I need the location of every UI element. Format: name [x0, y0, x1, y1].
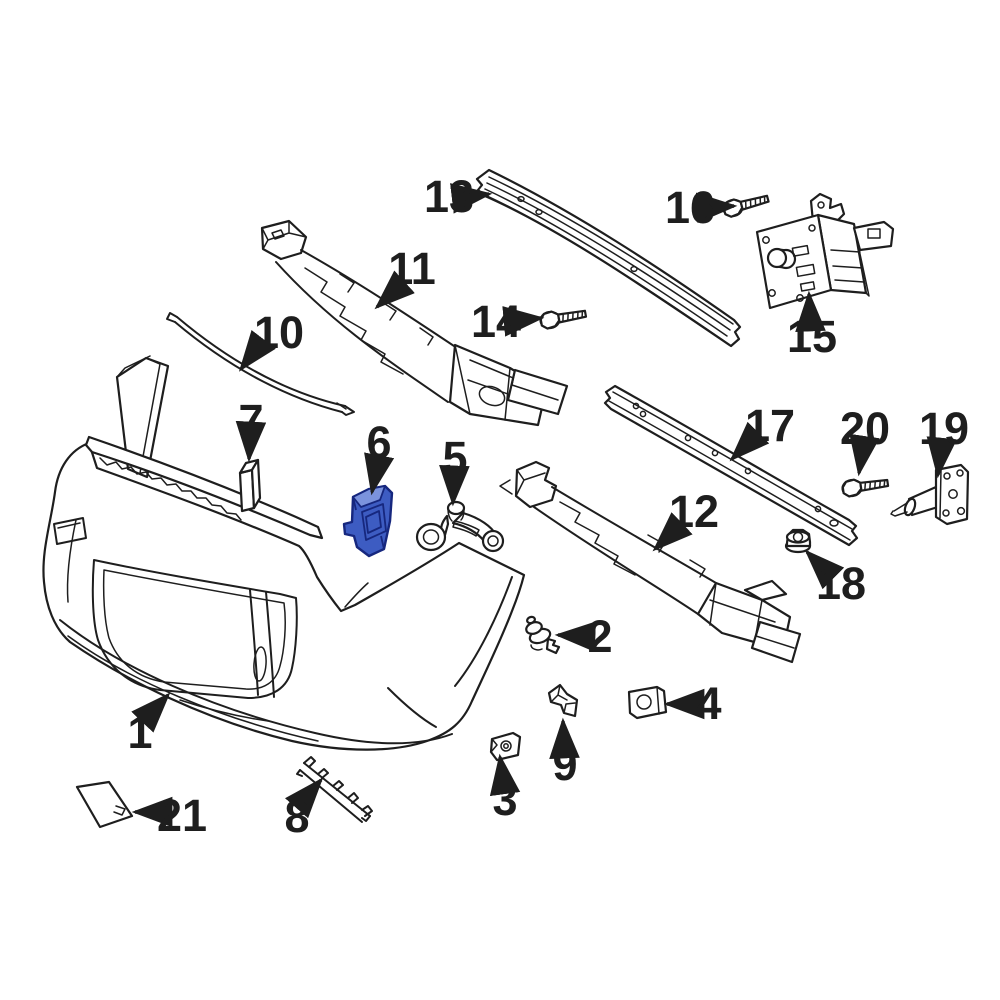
part-12-energy-absorber: [499, 460, 802, 664]
arrow-20: [849, 433, 880, 477]
arrow-18: [804, 549, 845, 590]
callout-labels: 1 2 3 4 5 6 7 8 9 10 11 12 13 14 15 16 1…: [127, 171, 969, 842]
part-label-9: 9: [552, 739, 577, 790]
part-15-mount-bracket: [755, 192, 895, 310]
part-label-8: 8: [284, 791, 309, 842]
part-17-lower-bar: [603, 384, 859, 547]
part-6-bracket-highlighted: [342, 484, 394, 558]
part-label-16: 16: [665, 182, 715, 233]
part-label-3: 3: [492, 774, 517, 825]
part-label-20: 20: [840, 403, 890, 454]
part-19-side-bracket: [890, 463, 970, 526]
part-2-push-clip: [525, 615, 561, 655]
part-9-bracket-clip: [547, 683, 579, 718]
part-label-11: 11: [388, 243, 436, 294]
part-13-impact-bar: [475, 168, 742, 348]
arrow-17: [729, 421, 770, 462]
arrow-6: [364, 452, 395, 496]
part-label-15: 15: [787, 311, 837, 362]
part-5-retainer: [415, 500, 505, 553]
part-label-7: 7: [238, 395, 263, 446]
arrow-8: [284, 777, 324, 819]
arrow-2: [554, 621, 597, 652]
arrow-13: [450, 183, 493, 214]
arrow-19: [926, 436, 958, 479]
part-label-19: 19: [919, 403, 969, 454]
part-label-10: 10: [254, 307, 304, 358]
part-label-12: 12: [669, 486, 719, 537]
arrow-5: [439, 465, 470, 507]
part-label-2: 2: [587, 611, 612, 662]
arrow-3: [489, 753, 521, 797]
arrow-15: [795, 290, 826, 332]
part-label-6: 6: [366, 417, 391, 468]
part-10-molding-strip: [166, 312, 355, 416]
callout-arrows: [131, 183, 958, 828]
part-21-reflector: [75, 780, 134, 829]
part-18-flange-nut: [784, 528, 812, 554]
part-1-bumper-cover: [42, 355, 526, 751]
arrow-12: [652, 512, 693, 552]
part-3-clip: [489, 731, 522, 762]
arrow-1: [131, 692, 171, 733]
part-label-17: 17: [745, 400, 795, 451]
part-4-retainer: [627, 685, 668, 720]
part-label-1: 1: [127, 707, 152, 758]
arrow-7: [235, 420, 267, 463]
arrow-10: [238, 329, 276, 372]
part-label-21: 21: [157, 790, 207, 841]
arrow-11: [374, 270, 415, 310]
part-20-bolt: [840, 473, 890, 499]
arrow-9: [549, 717, 580, 759]
part-label-18: 18: [816, 558, 866, 609]
part-label-5: 5: [442, 432, 467, 483]
part-label-4: 4: [696, 678, 721, 729]
arrow-14: [502, 306, 545, 337]
part-7-spacer-pad: [238, 458, 262, 513]
part-label-13: 13: [424, 171, 474, 222]
arrow-16: [695, 192, 738, 224]
part-label-14: 14: [471, 296, 521, 347]
part-14-bolt: [538, 304, 588, 331]
